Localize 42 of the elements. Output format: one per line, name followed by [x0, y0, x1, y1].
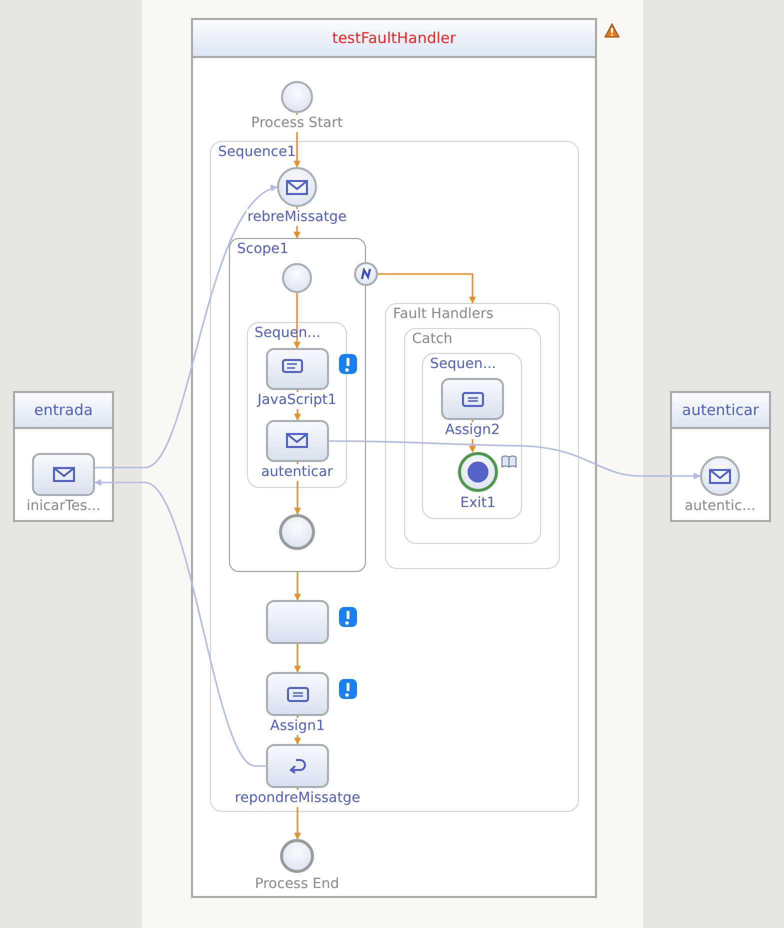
scope-container [229, 238, 366, 572]
container-title: Sequence1 [218, 144, 296, 160]
connector-arrow [378, 273, 476, 304]
connector-arrow [294, 390, 301, 421]
catch-container [404, 328, 541, 544]
partner-panel [13, 391, 114, 522]
connector-arrow [294, 293, 300, 349]
activity-label: Assign2 [444, 422, 501, 439]
connector-arrow [469, 420, 476, 453]
activity-label: Assign1 [269, 718, 326, 735]
connector-arrow [329, 440, 701, 480]
connector-arrow [294, 644, 301, 673]
partner-panel [670, 391, 771, 522]
connector-arrow [294, 788, 301, 840]
process-panel [191, 18, 597, 898]
activity-label: rebreMissatge [246, 209, 348, 226]
title-bar: entrada [15, 393, 112, 429]
connector-arrow [95, 186, 278, 468]
title-bar: testFaultHandler [193, 20, 595, 58]
title-bar: autenticar [672, 393, 769, 429]
end-event-circle [278, 514, 314, 550]
container-title: Scope1 [237, 241, 289, 257]
connector-arrow [294, 572, 301, 601]
connector-arrow [294, 207, 300, 239]
sequence-container [422, 353, 522, 519]
container-title: Sequen... [430, 356, 496, 372]
activity-label: repondreMissatge [234, 790, 362, 807]
activity-label: Process Start [250, 115, 344, 132]
connector-arrow [294, 113, 300, 168]
container-title: Fault Handlers [393, 306, 494, 322]
connector-arrow [94, 479, 266, 767]
activity-label: JavaScript1 [256, 392, 338, 408]
activity-label: autenticar [260, 464, 334, 480]
sequence-container [210, 141, 579, 812]
connector-arrow [294, 716, 301, 745]
fault-handlers-container [385, 303, 560, 569]
sequence-container [246, 322, 346, 488]
connector-arrow [294, 462, 301, 515]
activity-box [266, 600, 329, 644]
container-title: Catch [412, 331, 452, 347]
event-circle [282, 262, 312, 292]
event-circle [354, 262, 378, 286]
